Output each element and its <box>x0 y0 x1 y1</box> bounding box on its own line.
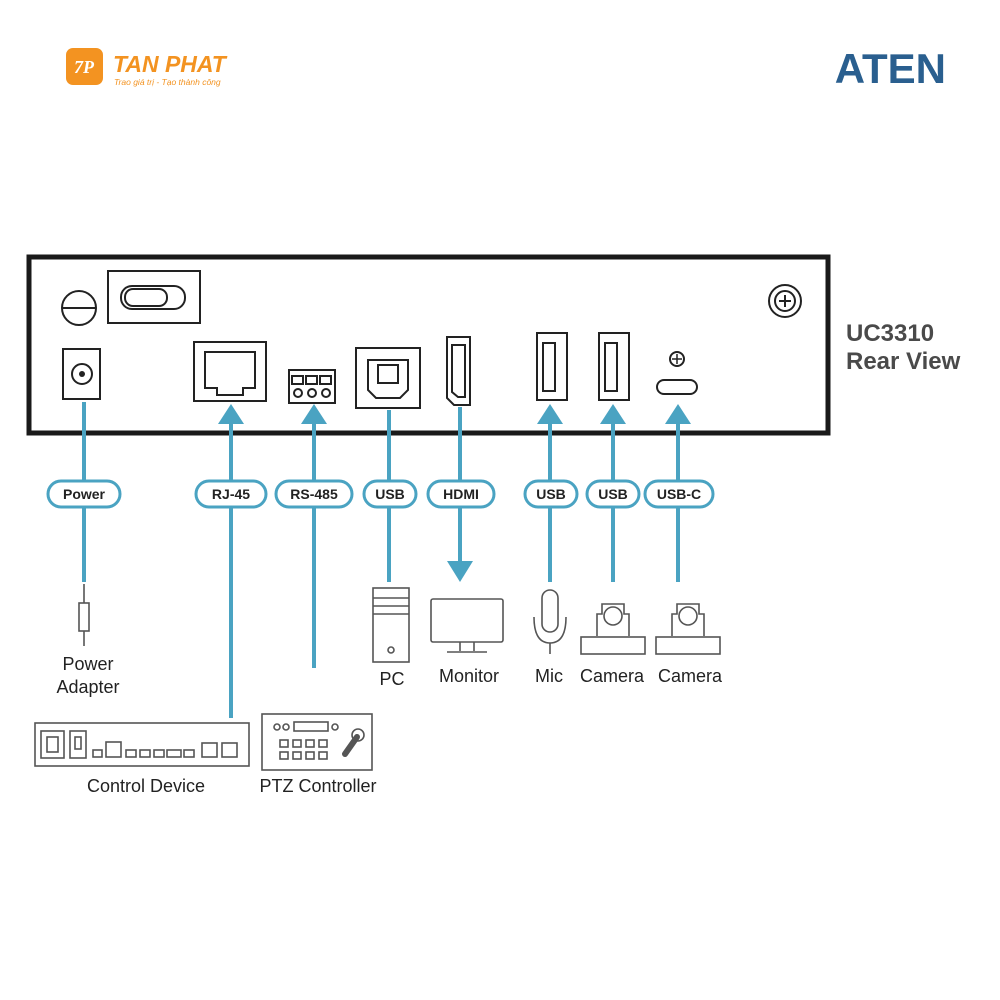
hdmi-arrow-icon <box>447 561 473 582</box>
ptz-camera-icon <box>580 603 646 655</box>
brand-name: TAN PHAT <box>113 51 228 77</box>
rs485-terminal-icon <box>288 369 336 404</box>
port-label-text: USB-C <box>657 486 701 502</box>
brand-tagline: Trao giá trị - Tạo thành công <box>114 77 221 87</box>
usbc-camera-arrow-icon <box>665 404 691 424</box>
reset-button-icon <box>61 290 97 326</box>
port-label-text: Power <box>63 486 106 502</box>
control-device-label: Control Device <box>87 776 205 796</box>
port-label-usb-camera: USB <box>585 479 641 509</box>
diagram-title-view: Rear View <box>846 348 961 375</box>
ptz-controller-label: PTZ Controller <box>259 776 376 796</box>
port-label-rj45: RJ-45 <box>194 479 268 509</box>
port-label-text: USB <box>375 486 405 502</box>
usb-camera-arrow-icon <box>600 404 626 424</box>
vendor-logo: ATEN <box>835 45 946 92</box>
power-adapter-label-line2: Adapter <box>56 677 119 697</box>
grounding-screw-icon <box>768 284 802 318</box>
port-label-text: RS-485 <box>290 486 338 502</box>
port-label-text: USB <box>536 486 566 502</box>
power-adapter-icon <box>78 584 90 646</box>
pc-icon <box>372 587 410 663</box>
camera-1-label: Camera <box>580 666 645 686</box>
port-label-hdmi: HDMI <box>426 479 496 509</box>
dc-power-jack-icon <box>62 348 101 400</box>
microphone-icon <box>533 589 567 654</box>
monitor-icon <box>430 598 504 653</box>
usb-a-port-camera-icon <box>598 332 630 401</box>
device-rear-panel <box>26 254 831 436</box>
port-label-usb-pc: USB <box>362 479 418 509</box>
port-label-text: HDMI <box>443 486 479 502</box>
camera-2-label: Camera <box>658 666 723 686</box>
ptz-camera-icon <box>655 603 721 655</box>
power-adapter-label-line1: Power <box>62 654 113 674</box>
mic-label: Mic <box>535 666 563 686</box>
usb-c-port-icon <box>656 351 698 395</box>
rs485-arrow-icon <box>301 404 327 424</box>
rj45-port-icon <box>193 341 267 402</box>
port-label-text: USB <box>598 486 628 502</box>
brand-logo-mark-text: 7P <box>74 57 95 77</box>
usb-b-port-icon <box>355 347 421 409</box>
monitor-label: Monitor <box>439 666 499 686</box>
port-label-usb-mic: USB <box>523 479 579 509</box>
hdmi-port-icon <box>446 336 471 406</box>
diagram-title-model: UC3310 <box>846 320 934 347</box>
ptz-controller-icon <box>261 713 373 771</box>
port-label-text: RJ-45 <box>212 486 250 502</box>
usb-a-port-mic-icon <box>536 332 568 401</box>
port-label-rs485: RS-485 <box>274 479 354 509</box>
port-label-usbc-camera: USB-C <box>643 479 715 509</box>
slide-switch-icon <box>107 270 201 324</box>
brand-logo: 7P TAN PHAT Trao giá trị - Tạo thành côn… <box>66 48 228 87</box>
brand-logo-mark <box>66 48 103 85</box>
control-device-icon <box>34 722 250 767</box>
rj45-arrow-icon <box>218 404 244 424</box>
pc-label: PC <box>379 669 404 689</box>
usb-mic-arrow-icon <box>537 404 563 424</box>
port-label-power: Power <box>46 479 122 509</box>
